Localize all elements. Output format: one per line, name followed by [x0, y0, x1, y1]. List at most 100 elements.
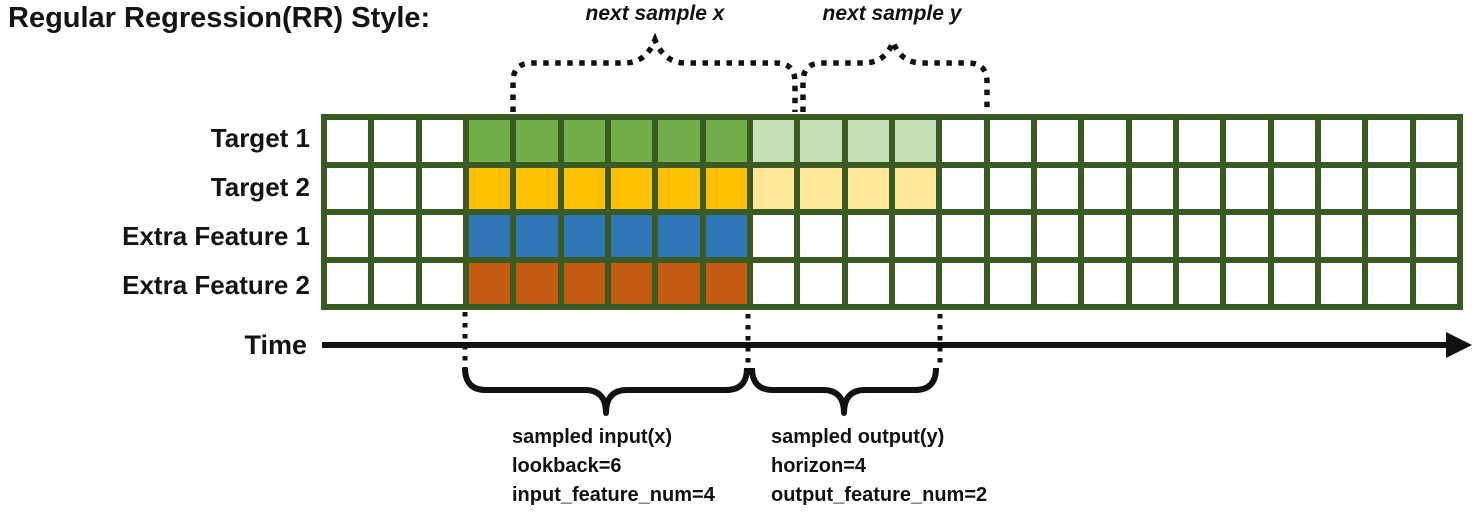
grid-cell [800, 120, 842, 162]
grid-cell [989, 120, 1031, 162]
grid-cell [705, 262, 747, 304]
grid-cell [1320, 120, 1363, 162]
grid-cell [989, 167, 1031, 209]
grid-cell [516, 120, 558, 162]
grid-cell [942, 262, 984, 304]
grid-cell [1320, 262, 1363, 304]
grid-cell [421, 167, 463, 209]
sample-grid [321, 114, 1463, 310]
time-axis-label: Time [244, 330, 307, 360]
grid-cell [1036, 215, 1079, 257]
grid-cell [327, 215, 369, 257]
grid-cell [563, 262, 605, 304]
time-axis-arrowhead [1446, 332, 1472, 358]
grid-cell [1415, 120, 1457, 162]
grid-cell [705, 120, 747, 162]
grid-cell [1178, 262, 1221, 304]
grid-cell [658, 262, 700, 304]
grid-cell [1131, 215, 1173, 257]
grid-cell [1036, 262, 1079, 304]
grid-cell [516, 262, 558, 304]
grid-cell [1226, 167, 1268, 209]
diagram-title: Regular Regression(RR) Style: [8, 2, 431, 34]
grid-cell [327, 167, 369, 209]
grid-cell [752, 167, 795, 209]
grid-cell [989, 215, 1031, 257]
grid-cell [468, 167, 511, 209]
grid-cell [658, 167, 700, 209]
grid-cell [1226, 215, 1268, 257]
grid-cell [658, 215, 700, 257]
next-sample-x-label: next sample x [585, 2, 725, 25]
grid-cell [374, 167, 416, 209]
grid-cell [516, 215, 558, 257]
grid-cell [800, 262, 842, 304]
output-feature-num-value: output_feature_num=2 [771, 484, 988, 506]
grid-cell [1273, 167, 1315, 209]
grid-cell [610, 215, 653, 257]
grid-cell [1273, 262, 1315, 304]
grid-cell [1273, 215, 1315, 257]
grid-cell [327, 262, 369, 304]
grid-cell [1320, 215, 1363, 257]
next-sample-y-brace [800, 34, 990, 112]
next-sample-y-label: next sample y [822, 2, 962, 25]
row-label-target-1: Target 1 [210, 123, 310, 153]
grid-cell [1273, 120, 1315, 162]
grid-cell [516, 167, 558, 209]
grid-cell [1036, 120, 1079, 162]
grid-cell [421, 215, 463, 257]
sampled-output-brace [749, 367, 939, 416]
grid-cell [894, 262, 937, 304]
grid-cell [1226, 262, 1268, 304]
grid-cell [1084, 215, 1126, 257]
grid-cell [374, 215, 416, 257]
grid-cell [989, 262, 1031, 304]
grid-cell [563, 120, 605, 162]
grid-cell [610, 167, 653, 209]
grid-cell [800, 167, 842, 209]
sampled-output-title: sampled output(y) [771, 426, 945, 448]
grid-cell [563, 167, 605, 209]
grid-cell [800, 215, 842, 257]
sampled-input-annotation: sampled input(x) lookback=6 input_featur… [512, 423, 715, 510]
grid-cell [894, 120, 937, 162]
lookback-value: lookback=6 [512, 455, 622, 477]
grid-cell [847, 215, 889, 257]
grid-cell [1131, 120, 1173, 162]
next-sample-x-brace [510, 32, 798, 112]
grid-cell [752, 215, 795, 257]
grid-cell [1178, 215, 1221, 257]
grid-cell [847, 262, 889, 304]
grid-cell [1368, 120, 1410, 162]
grid-cell [563, 215, 605, 257]
sampled-input-brace [462, 367, 750, 416]
grid-cell [1084, 262, 1126, 304]
grid-cell [942, 167, 984, 209]
grid-cell [847, 167, 889, 209]
grid-cell [610, 120, 653, 162]
grid-cell [327, 120, 369, 162]
sampled-output-annotation: sampled output(y) horizon=4 output_featu… [771, 423, 987, 510]
grid-cell [1368, 167, 1410, 209]
grid-cell [468, 262, 511, 304]
grid-cell [610, 262, 653, 304]
grid-cell [1320, 167, 1363, 209]
grid-cell [421, 120, 463, 162]
grid-cell [1415, 215, 1457, 257]
grid-cell [1226, 120, 1268, 162]
grid-cell [468, 215, 511, 257]
grid-cell [1415, 262, 1457, 304]
grid-cell [1178, 120, 1221, 162]
grid-cell [658, 120, 700, 162]
row-label-target-2: Target 2 [210, 172, 310, 202]
grid-cell [942, 215, 984, 257]
grid-cell [1036, 167, 1079, 209]
grid-cell [374, 120, 416, 162]
grid-cell [1131, 167, 1173, 209]
horizon-value: horizon=4 [771, 455, 867, 477]
row-label-extra-feature-1: Extra Feature 1 [122, 221, 310, 251]
grid-cell [374, 262, 416, 304]
grid-cell [1084, 167, 1126, 209]
grid-cell [752, 120, 795, 162]
